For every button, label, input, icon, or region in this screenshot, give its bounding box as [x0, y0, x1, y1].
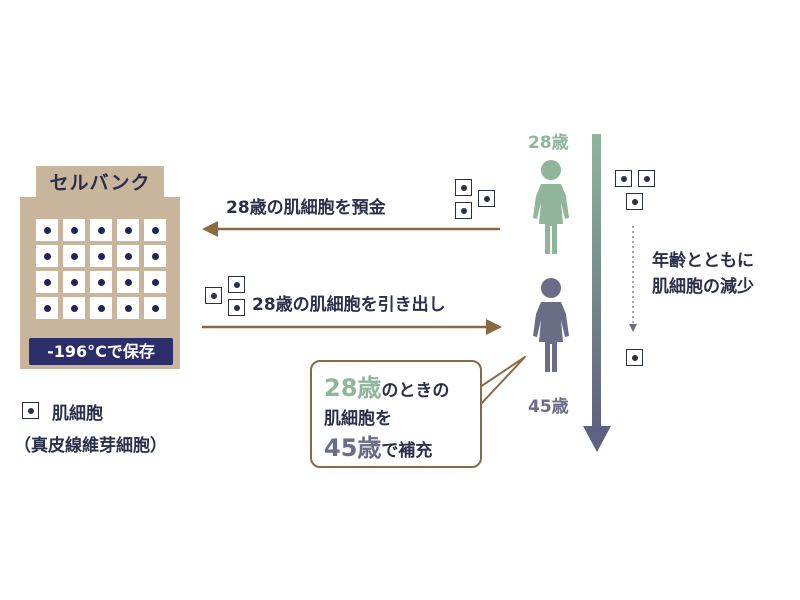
- remaining-cell-icon: [626, 349, 643, 366]
- stored-cell-icon: [144, 271, 166, 293]
- deposit-cell-icon: [455, 202, 472, 219]
- stored-cell-icon: [36, 297, 58, 319]
- bubble-age-45: 45歳: [324, 434, 382, 462]
- decline-text-line1: 年齢とともに: [652, 251, 754, 271]
- deposit-cell-icon: [455, 179, 472, 196]
- replenish-speech-bubble: 28歳のときの 肌細胞を 45歳で補充: [310, 360, 482, 468]
- withdraw-arrow: [202, 319, 502, 335]
- decline-dotted-arrow: [629, 226, 637, 332]
- age-end-label: 45歳: [528, 397, 569, 417]
- stored-cell-icon: [36, 219, 58, 241]
- withdraw-cell-icon: [228, 299, 245, 316]
- decline-cell-icon: [615, 170, 632, 187]
- age-start-label: 28歳: [528, 133, 569, 153]
- legend-sublabel: （真皮線維芽細胞）: [14, 436, 167, 456]
- bubble-line2-text: 肌細胞を: [324, 409, 392, 429]
- deposit-cell-icon: [478, 190, 495, 207]
- stored-cell-icon: [144, 219, 166, 241]
- stored-cell-icon: [63, 245, 85, 267]
- stored-cell-icon: [117, 271, 139, 293]
- stored-cell-icon: [63, 297, 85, 319]
- deposit-label: 28歳の肌細胞を預金: [226, 198, 386, 218]
- stored-cell-icon: [117, 219, 139, 241]
- age-timeline-arrow: [583, 134, 611, 452]
- cell-legend-icon: [22, 402, 39, 419]
- stored-cell-icon: [90, 245, 112, 267]
- stored-cell-icon: [117, 297, 139, 319]
- bubble-line3-text: で補充: [381, 441, 433, 461]
- stored-cell-icon: [117, 245, 139, 267]
- cell-bank-label: セルバンク: [36, 166, 164, 200]
- withdraw-cell-icon: [228, 276, 245, 293]
- bubble-line1-text: のときの: [381, 381, 450, 401]
- decline-cell-icon: [638, 170, 655, 187]
- stored-cell-icon: [90, 271, 112, 293]
- stored-cell-icon: [36, 245, 58, 267]
- deposit-arrow: [202, 221, 500, 237]
- storage-temperature-badge: -196°Cで保存: [29, 338, 173, 365]
- legend-label: 肌細胞: [52, 404, 103, 424]
- stored-cell-icon: [63, 219, 85, 241]
- bubble-age-28: 28歳: [324, 374, 382, 402]
- stored-cell-icon: [90, 297, 112, 319]
- woman-age-45-icon: [533, 278, 569, 372]
- decline-cell-icon: [626, 193, 643, 210]
- decline-text-line2: 肌細胞の減少: [652, 277, 754, 297]
- woman-age-28-icon: [533, 160, 569, 254]
- stored-cell-icon: [63, 271, 85, 293]
- withdraw-label: 28歳の肌細胞を引き出し: [252, 295, 446, 315]
- stored-cell-icon: [144, 297, 166, 319]
- withdraw-cell-icon: [205, 287, 222, 304]
- stored-cell-icon: [144, 245, 166, 267]
- stored-cell-icon: [36, 271, 58, 293]
- speech-bubble-tail: [478, 356, 526, 406]
- stored-cell-icon: [90, 219, 112, 241]
